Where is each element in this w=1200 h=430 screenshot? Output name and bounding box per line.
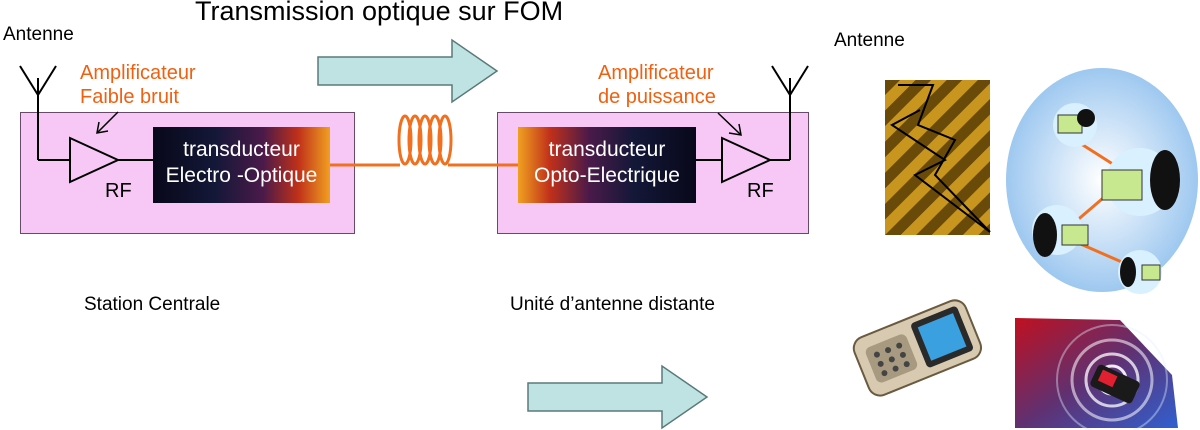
remote-unit-label: Unité d’antenne distante [510,294,715,315]
central-amp-label-line1: Amplificateur [80,62,196,84]
central-rf-amplifier-icon [69,136,121,184]
eo-transducer-line2: Electro -Optique [165,164,318,187]
wireless-link-icon [885,80,991,235]
mobile-phone-icon [852,299,983,397]
eo-transducer-line1: transducteur [183,138,300,161]
top-block-arrow [317,38,499,104]
remote-antenna-label: Antenne [834,30,905,51]
remote-rf-label: RF [747,180,774,202]
central-rf-label: RF [105,180,132,202]
remote-amp-label-line1: Amplificateur [598,62,714,84]
bottom-block-arrow [527,364,709,430]
oe-transducer-line1: transducteur [548,138,666,161]
central-amp-pointer-icon [96,111,119,134]
oe-transducer-line2: Opto-Electrique [534,164,680,187]
networked-laptops-icon [1006,68,1198,294]
optical-fiber-icon [330,114,518,167]
remote-rf-amplifier-icon [721,136,773,184]
central-antenna-icon [19,65,70,161]
remote-amp-label-line2: de puissance [598,86,716,108]
central-antenna-label: Antenne [3,24,74,45]
phone-signal-icon [1015,318,1178,430]
central-station-label: Station Centrale [84,294,221,315]
diagram-title: Transmission optique sur FOM [195,0,564,26]
electro-optical-transducer: transducteur Electro -Optique [153,127,330,203]
opto-electrical-transducer: transducteur Opto-Electrique [518,127,696,203]
remote-amp-pointer-icon [717,112,742,136]
remote-antenna-icon [770,65,809,161]
central-amp-label-line2: Faible bruit [80,86,179,108]
